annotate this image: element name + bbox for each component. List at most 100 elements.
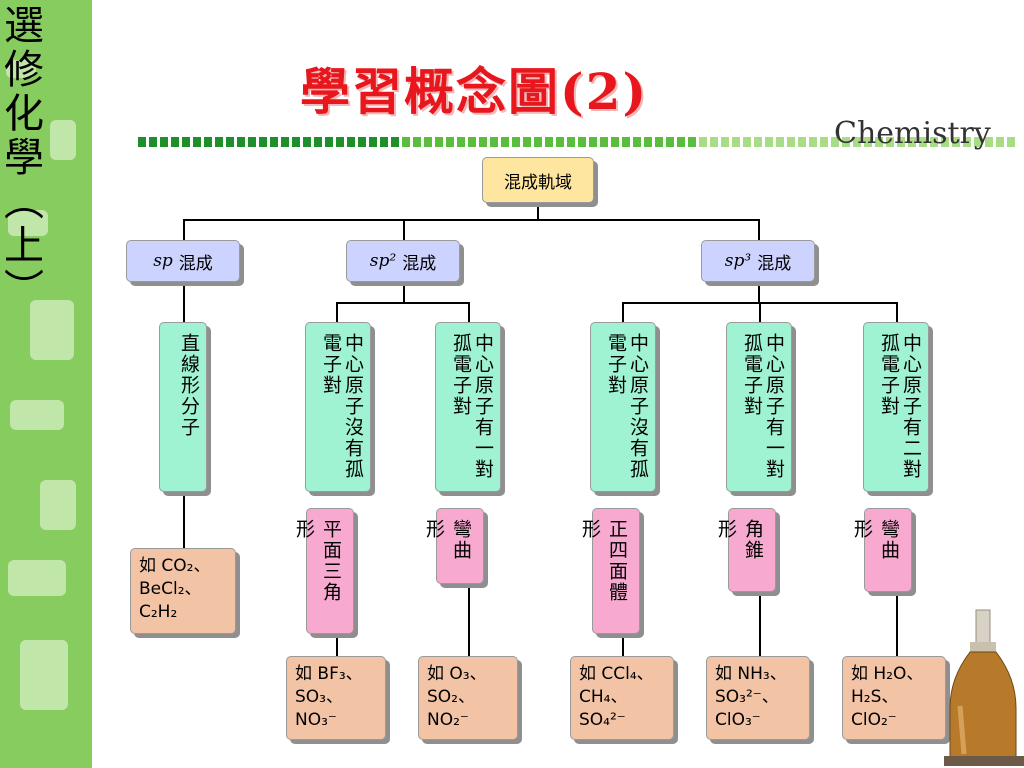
divider-dash	[996, 137, 1004, 147]
divider-dash	[149, 137, 157, 147]
description-box: 中心原子有一對孤電子對	[726, 322, 792, 492]
hybrid-symbol: sp	[153, 251, 173, 271]
divider-dash	[875, 137, 883, 147]
connector-line	[622, 632, 624, 656]
divider-dash	[809, 137, 817, 147]
sidebar-char: 上	[4, 223, 44, 269]
shape-box: 平面三角形	[293, 508, 354, 634]
divider-dash	[468, 137, 476, 147]
divider-dash	[600, 137, 608, 147]
hybrid-sp: sp 混成	[126, 240, 240, 282]
divider-dash	[941, 137, 949, 147]
shape-box: 正四面體形	[579, 508, 640, 634]
example-box: 如 NH₃、SO₃²⁻、ClO₃⁻	[706, 656, 810, 740]
connector-line	[622, 302, 624, 323]
sidebar-char: ︵	[4, 179, 44, 225]
divider-dash	[523, 137, 531, 147]
divider-dash	[1007, 137, 1015, 147]
divider-dash	[369, 137, 377, 147]
hybrid-symbol: sp²	[369, 251, 397, 271]
divider-dash	[512, 137, 520, 147]
divider-dash	[798, 137, 806, 147]
divider-dash	[886, 137, 894, 147]
connector-line	[183, 219, 185, 241]
divider-dash	[633, 137, 641, 147]
hybrid-sp3: sp³ 混成	[701, 240, 815, 282]
example-box: 如 O₃、SO₂、NO₂⁻	[418, 656, 518, 740]
divider-dash	[611, 137, 619, 147]
description-box: 中心原子有二對孤電子對	[863, 322, 929, 492]
connector-line	[468, 302, 470, 323]
divider-dash	[259, 137, 267, 147]
divider-dash	[182, 137, 190, 147]
divider-dash	[853, 137, 861, 147]
connector-line	[183, 219, 759, 221]
divider-dash	[908, 137, 916, 147]
dashed-divider	[138, 137, 1024, 148]
divider-dash	[721, 137, 729, 147]
divider-dash	[732, 137, 740, 147]
sidebar-char: 學	[4, 135, 44, 181]
connector-line	[403, 282, 405, 303]
connector-line	[759, 302, 761, 323]
sidebar-char: 修	[4, 47, 44, 93]
example-box: 如 BF₃、SO₃、NO₃⁻	[286, 656, 386, 740]
example-box: 如 CCl₄、CH₄、SO₄²⁻	[570, 656, 674, 740]
connector-line	[758, 282, 760, 303]
divider-dash	[292, 137, 300, 147]
divider-dash	[435, 137, 443, 147]
hybrid-sp2: sp² 混成	[346, 240, 460, 282]
divider-dash	[303, 137, 311, 147]
connector-line	[758, 219, 760, 241]
divider-dash	[380, 137, 388, 147]
description-box: 直線形分子	[159, 322, 207, 492]
hybrid-label: 混成	[178, 253, 213, 274]
divider-dash	[919, 137, 927, 147]
divider-dash	[963, 137, 971, 147]
divider-dash	[655, 137, 663, 147]
divider-dash	[325, 137, 333, 147]
connector-line	[403, 219, 405, 241]
divider-dash	[677, 137, 685, 147]
divider-dash	[237, 137, 245, 147]
divider-dash	[743, 137, 751, 147]
sidebar-char: ︶	[4, 267, 44, 313]
divider-dash	[952, 137, 960, 147]
sidebar: 選 修 化 學 ︵ 上 ︶	[0, 0, 92, 768]
connector-line	[183, 492, 185, 548]
divider-dash	[974, 137, 982, 147]
bottle-illustration	[944, 609, 1024, 766]
shape-box: 角錐形	[715, 508, 776, 592]
divider-dash	[787, 137, 795, 147]
root-node: 混成軌域	[482, 157, 594, 203]
connector-line	[336, 302, 338, 323]
connector-line	[896, 592, 898, 656]
divider-dash	[589, 137, 597, 147]
divider-dash	[413, 137, 421, 147]
divider-dash	[864, 137, 872, 147]
divider-dash	[479, 137, 487, 147]
description-box: 中心原子沒有孤電子對	[590, 322, 656, 492]
brand-label: Chemistry	[834, 116, 991, 151]
connector-line	[759, 592, 761, 656]
example-box: 如 CO₂、BeCl₂、C₂H₂	[130, 548, 236, 634]
hybrid-label: 混成	[757, 253, 792, 274]
sidebar-char: 化	[4, 91, 44, 137]
connector-line	[896, 302, 898, 323]
divider-dash	[754, 137, 762, 147]
divider-dash	[644, 137, 652, 147]
hybrid-label: 混成	[402, 253, 437, 274]
divider-dash	[666, 137, 674, 147]
divider-dash	[622, 137, 630, 147]
divider-dash	[765, 137, 773, 147]
divider-dash	[556, 137, 564, 147]
connector-line	[336, 302, 470, 304]
divider-dash	[424, 137, 432, 147]
divider-dash	[688, 137, 696, 147]
divider-dash	[270, 137, 278, 147]
connector-line	[468, 584, 470, 656]
divider-dash	[699, 137, 707, 147]
divider-dash	[226, 137, 234, 147]
divider-dash	[567, 137, 575, 147]
divider-dash	[985, 137, 993, 147]
